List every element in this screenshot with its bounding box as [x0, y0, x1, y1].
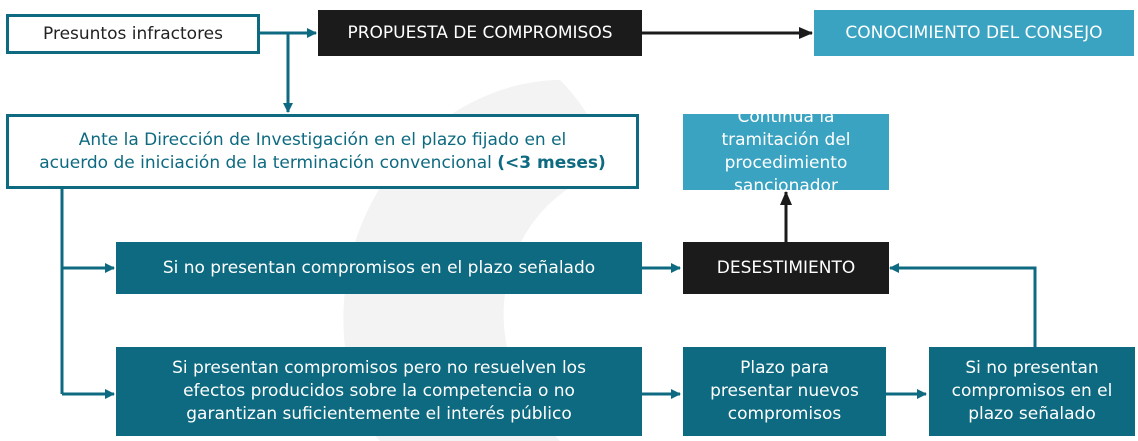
- node-si-presentan-label: Si presentan compromisos pero no resuelv…: [172, 358, 586, 424]
- node-desestimiento-label: DESESTIMIENTO: [716, 257, 856, 278]
- node-conocimiento-label: CONOCIMIENTO DEL CONSEJO: [845, 22, 1103, 43]
- node-presuntos-label: Presuntos infractores: [43, 23, 223, 44]
- arrow-si-no-2-desestimiento: [889, 263, 1037, 347]
- node-plazo-nuevos: Plazo para presentar nuevos compromisos: [683, 347, 886, 436]
- node-si-no-presentan: Si no presentan compromisos en el plazo …: [116, 242, 642, 294]
- node-ante-line1: Ante la Dirección de Investigación en el…: [78, 129, 567, 150]
- node-si-presentan: Si presentan compromisos pero no resuelv…: [116, 347, 642, 436]
- node-si-no-presentan-label: Si no presentan compromisos en el plazo …: [162, 257, 596, 278]
- node-ante-direccion: Ante la Dirección de Investigación en el…: [6, 114, 639, 189]
- node-plazo-label: Plazo para presentar nuevos compromisos: [710, 358, 859, 424]
- node-continua-tramitacion: Continúa la tramitación del procedimient…: [683, 107, 889, 196]
- node-si-no-presentan-2-label: Si no presentan compromisos en el plazo …: [951, 358, 1113, 424]
- node-propuesta-label: PROPUESTA DE COMPROMISOS: [347, 22, 613, 43]
- node-desestimiento: DESESTIMIENTO: [683, 242, 889, 294]
- node-propuesta-compromisos: PROPUESTA DE COMPROMISOS: [318, 10, 642, 56]
- node-si-no-presentan-2: Si no presentan compromisos en el plazo …: [929, 347, 1135, 436]
- node-ante-line2: acuerdo de iniciación de la terminación …: [39, 152, 492, 173]
- node-conocimiento-consejo: CONOCIMIENTO DEL CONSEJO: [814, 10, 1134, 56]
- node-continua-label: Continúa la tramitación del procedimient…: [721, 107, 851, 196]
- node-presuntos-infractores: Presuntos infractores: [6, 14, 260, 54]
- node-ante-bold: (<3 meses): [497, 152, 606, 173]
